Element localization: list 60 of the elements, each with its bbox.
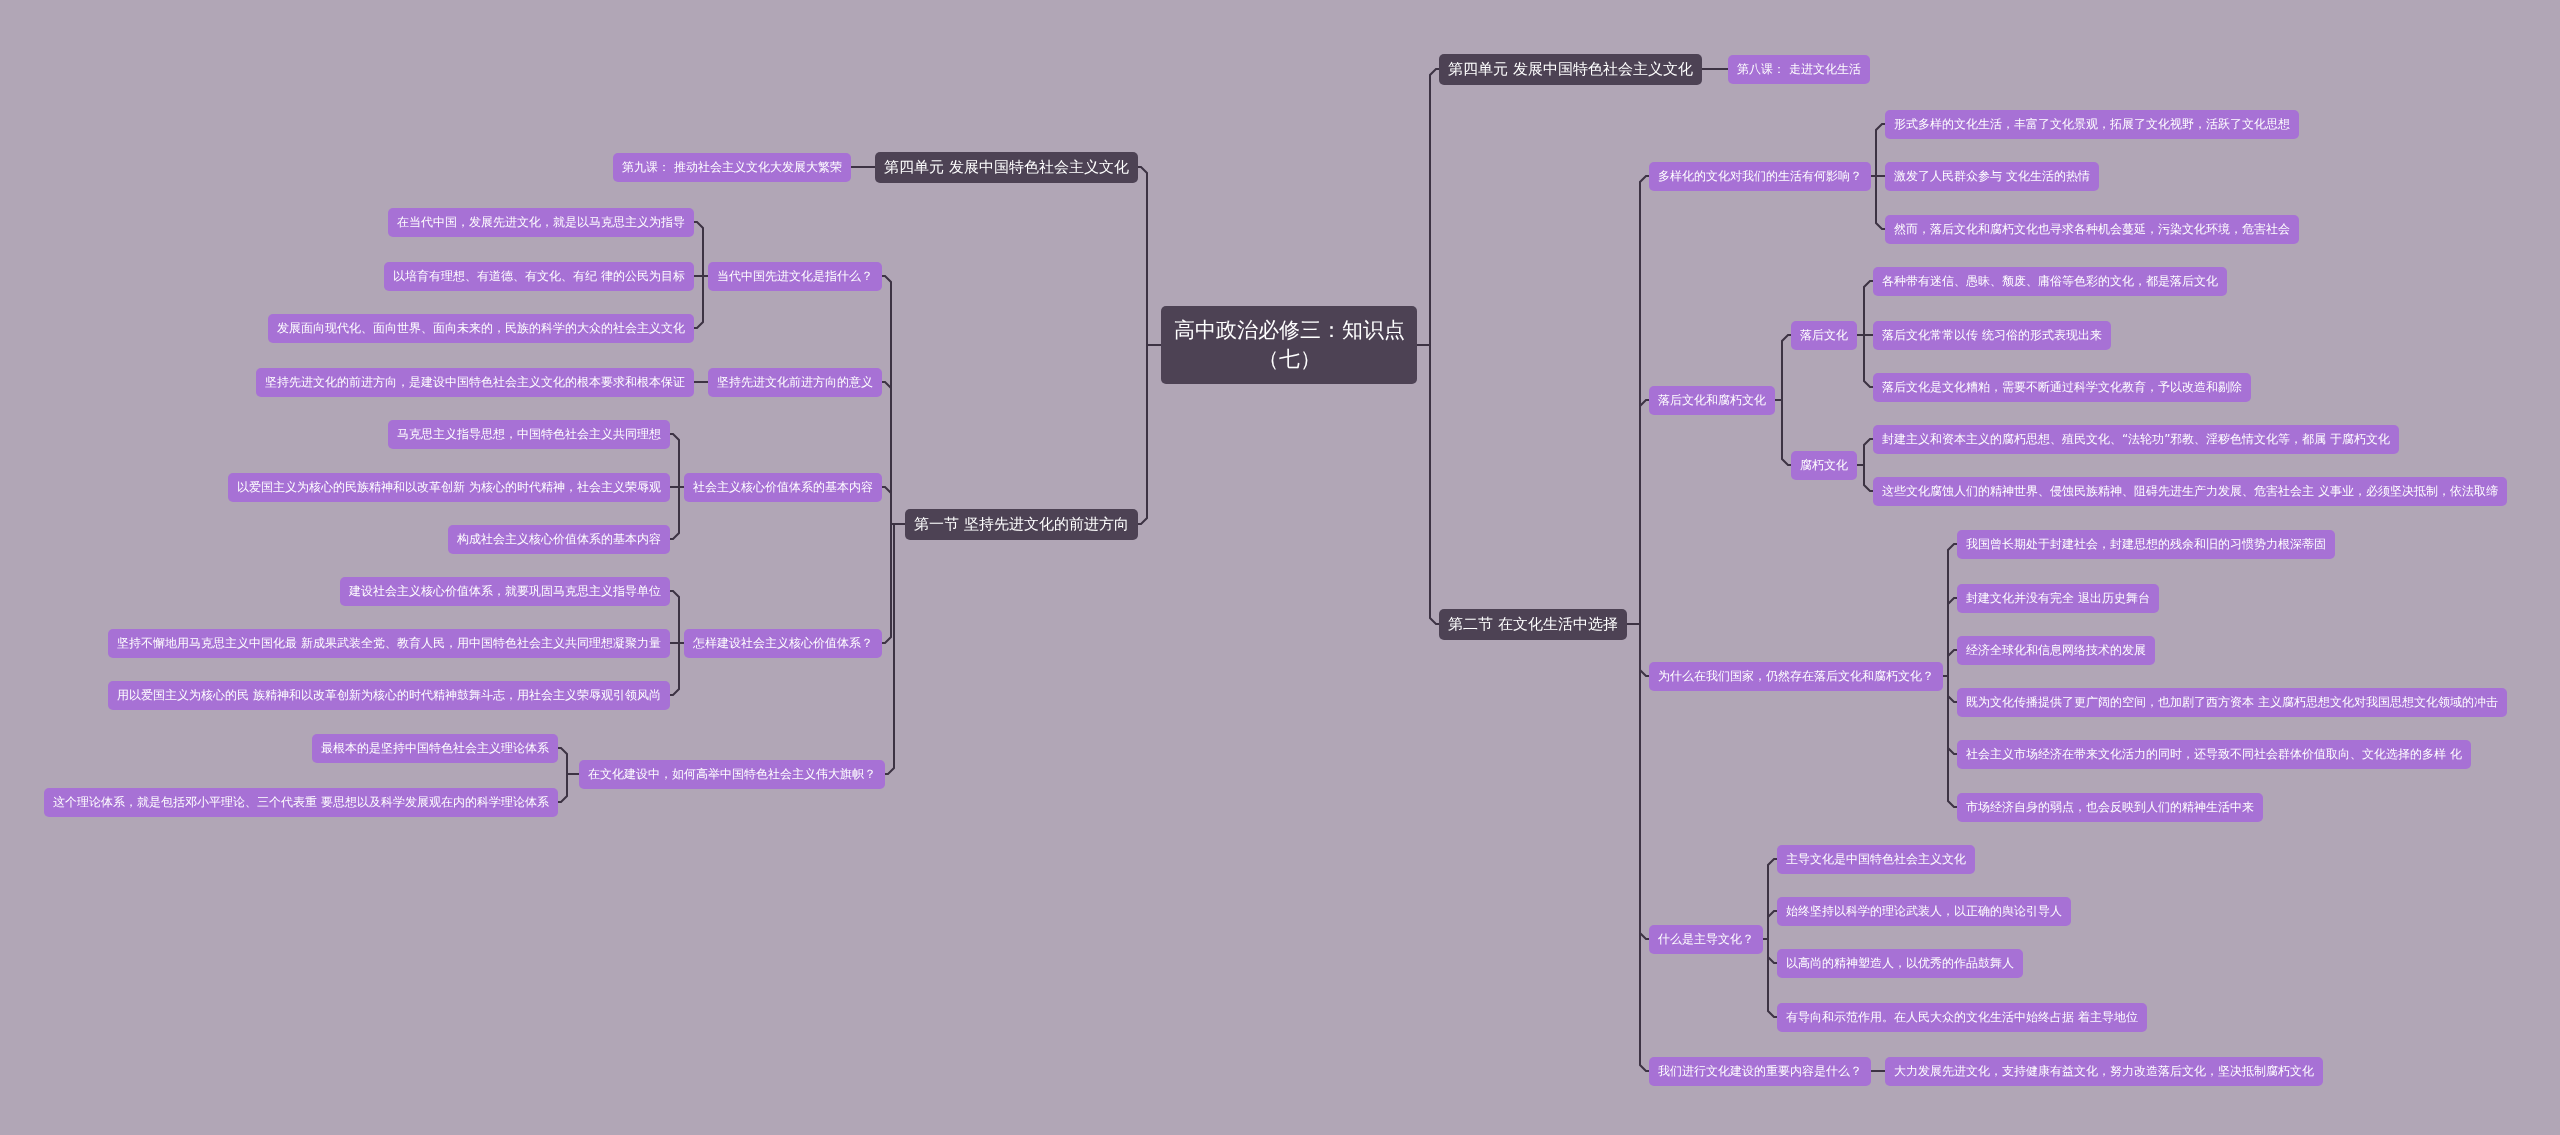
subtopic: 市场经济自身的弱点，也会反映到人们的精神生活中来 — [1957, 792, 2263, 822]
subtopic: 经济全球化和信息网络技术的发展 — [1957, 635, 2155, 665]
subtopic: 落后文化是文化糟粕，需要不断通过科学文化教育，予以改造和剔除 — [1873, 372, 2251, 402]
subtopic: 腐朽文化 — [1791, 450, 1857, 480]
subtopic: 激发了人民群众参与 文化生活的热情 — [1885, 161, 2099, 191]
subtopic: 在当代中国，发展先进文化，就是以马克思主义为指导 — [388, 207, 694, 237]
connector-line — [1856, 334, 1874, 388]
connector-line — [557, 773, 580, 803]
connector-line — [693, 381, 709, 383]
branch-topic: 第一节 坚持先进文化的前进方向 — [905, 508, 1138, 540]
subtopic: 坚持先进文化前进方向的意义 — [708, 367, 882, 397]
subtopic: 以培育有理想、有道德、有文化、有纪 律的公民为目标 — [384, 261, 694, 291]
connector-line — [1416, 344, 1440, 625]
subtopic: 我们进行文化建设的重要内容是什么？ — [1649, 1056, 1871, 1086]
subtopic: 既为文化传播提供了更广阔的空间，也加剧了西方资本 主义腐朽思想文化对我国思想文化领域的冲击 — [1957, 687, 2507, 717]
subtopic: 第九课： 推动社会主义文化大发展大繁荣 — [613, 152, 851, 182]
subtopic: 我国曾长期处于封建社会，封建思想的残余和旧的习惯势力根深蒂固 — [1957, 529, 2335, 559]
subtopic: 为什么在我们国家，仍然存在落后文化和腐朽文化？ — [1649, 661, 1943, 691]
subtopic: 最根本的是坚持中国特色社会主义理论体系 — [312, 733, 558, 763]
subtopic: 什么是主导文化？ — [1649, 924, 1763, 954]
subtopic: 多样化的文化对我们的生活有何影响？ — [1649, 161, 1871, 191]
subtopic: 社会主义市场经济在带来文化活力的同时，还导致不同社会群体价值取向、文化选择的多样 化 — [1957, 739, 2471, 769]
branch-topic: 第二节 在文化生活中选择 — [1439, 608, 1627, 640]
subtopic: 构成社会主义核心价值体系的基本内容 — [448, 524, 670, 554]
subtopic: 马克思主义指导思想，中国特色社会主义共同理想 — [388, 419, 670, 449]
subtopic: 这个理论体系，就是包括邓小平理论、三个代表重 要思想以及科学发展观在内的科学理论体系 — [44, 787, 558, 817]
subtopic: 落后文化常常以传 统习俗的形式表现出来 — [1873, 320, 2111, 350]
subtopic: 然而，落后文化和腐朽文化也寻求各种机会蔓延，污染文化环境，危害社会 — [1885, 214, 2299, 244]
subtopic: 坚持不懈地用马克思主义中国化最 新成果武装全党、教育人民，用中国特色社会主义共同理想凝聚力量 — [108, 628, 670, 658]
connector-line — [884, 523, 907, 775]
subtopic: 落后文化 — [1791, 320, 1857, 350]
subtopic: 发展面向现代化、面向世界、面向未来的，民族的科学的大众的社会主义文化 — [268, 313, 694, 343]
connector-line — [1700, 68, 1729, 70]
connector-line — [1870, 1070, 1886, 1072]
subtopic: 以爱国主义为核心的民族精神和以改革创新 为核心的时代精神，社会主义荣辱观 — [228, 472, 670, 502]
subtopic: 封建文化并没有完全 退出历史舞台 — [1957, 583, 2159, 613]
subtopic: 社会主义核心价值体系的基本内容 — [684, 472, 882, 502]
subtopic: 落后文化和腐朽文化 — [1649, 385, 1775, 415]
subtopic: 当代中国先进文化是指什么？ — [708, 261, 882, 291]
subtopic: 各种带有迷信、愚昧、颓废、庸俗等色彩的文化，都是落后文化 — [1873, 266, 2227, 296]
subtopic: 这些文化腐蚀人们的精神世界、侵蚀民族精神、阻碍先进生产力发展、危害社会主 义事业，必须坚决抵制，依法取缔 — [1873, 476, 2507, 506]
subtopic: 主导文化是中国特色社会主义文化 — [1777, 844, 1975, 874]
subtopic: 建设社会主义核心价值体系，就要巩固马克思主义指导单位 — [340, 576, 670, 606]
branch-topic: 第四单元 发展中国特色社会主义文化 — [1439, 53, 1702, 85]
central-topic: 高中政治必修三：知识点（七） — [1161, 305, 1417, 385]
connector-line — [1774, 399, 1792, 466]
subtopic: 怎样建设社会主义核心价值体系？ — [684, 628, 882, 658]
subtopic: 始终坚持以科学的理论武装人，以正确的舆论引导人 — [1777, 896, 2071, 926]
branch-topic: 第四单元 发展中国特色社会主义文化 — [875, 151, 1138, 183]
subtopic: 以高尚的精神塑造人，以优秀的作品鼓舞人 — [1777, 948, 2023, 978]
subtopic: 坚持先进文化的前进方向，是建设中国特色社会主义文化的根本要求和根本保证 — [256, 367, 694, 397]
subtopic: 用以爱国主义为核心的民 族精神和以改革创新为核心的时代精神鼓舞斗志，用社会主义荣辱观引领风尚 — [108, 680, 670, 710]
subtopic: 有导向和示范作用。在人民大众的文化生活中始终占据 着主导地位 — [1777, 1002, 2147, 1032]
subtopic: 封建主义和资本主义的腐朽思想、殖民文化、“法轮功”邪教、淫秽色情文化等，都属 于腐朽文化 — [1873, 424, 2400, 454]
subtopic: 第八课： 走进文化生活 — [1728, 54, 1870, 84]
subtopic: 形式多样的文化生活，丰富了文化景观，拓展了文化视野，活跃了文化思想 — [1885, 109, 2299, 139]
subtopic: 在文化建设中，如何高举中国特色社会主义伟大旗帜？ — [579, 759, 885, 789]
connector-line — [850, 166, 877, 168]
connector-line — [1856, 464, 1874, 492]
subtopic: 大力发展先进文化，支持健康有益文化，努力改造落后文化，坚决抵制腐朽文化 — [1885, 1056, 2323, 1086]
